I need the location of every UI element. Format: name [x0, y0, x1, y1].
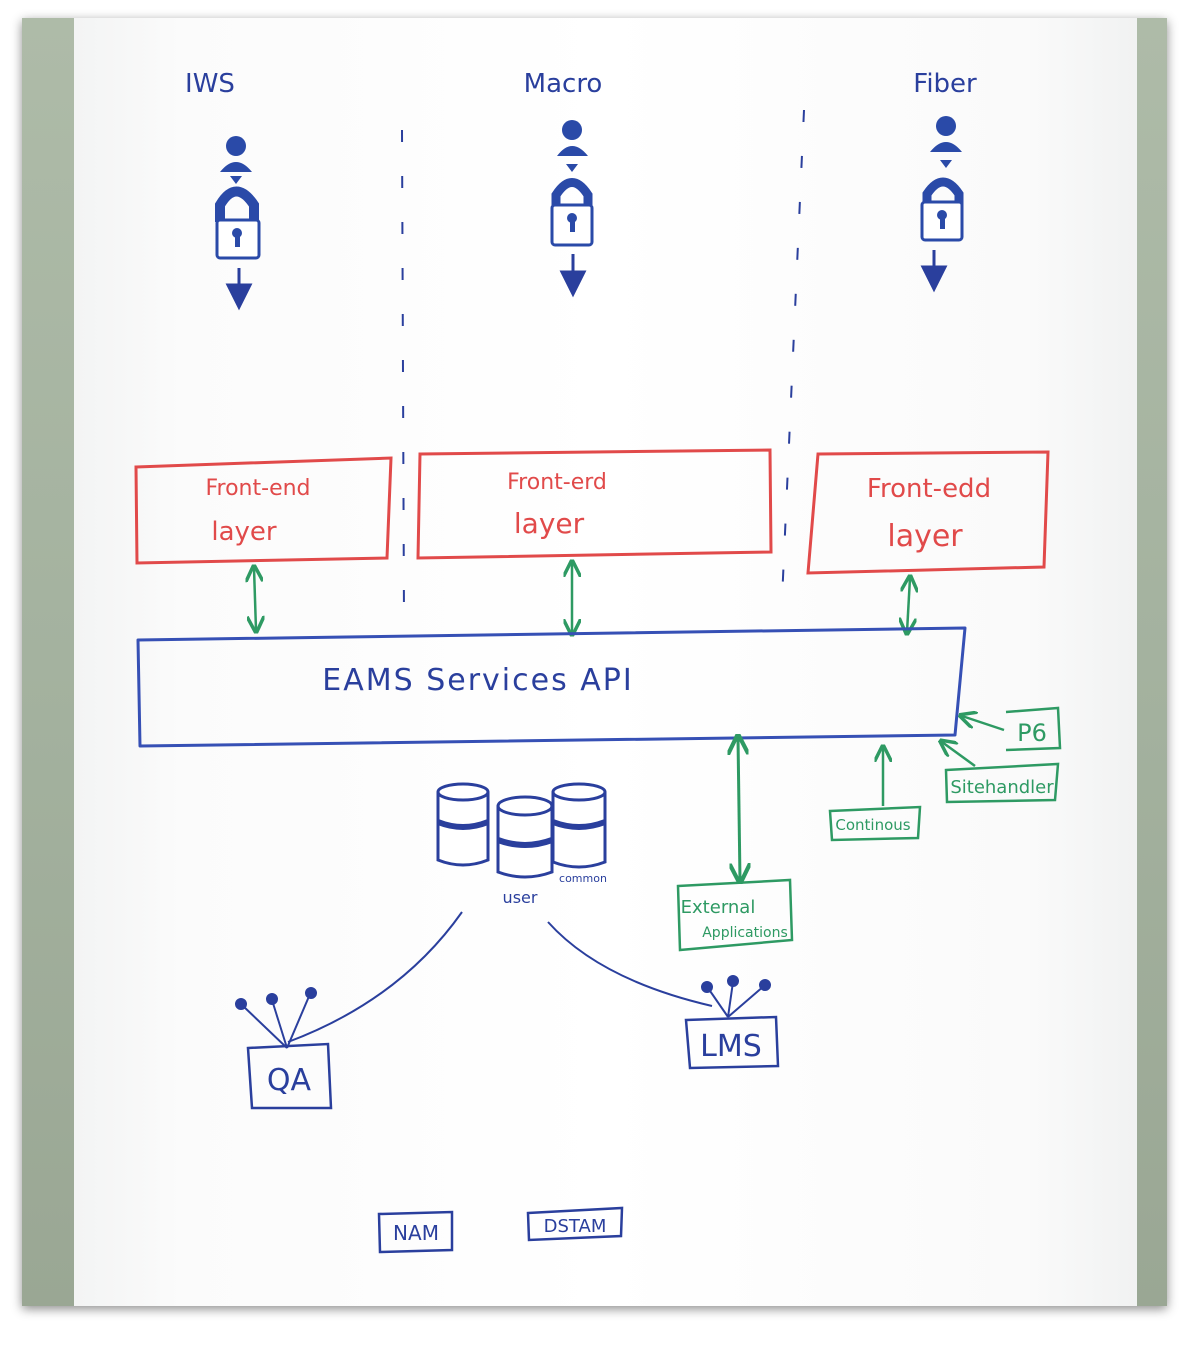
arrow-p6-api — [962, 716, 1005, 732]
frontend-label-line1: Front-end — [205, 476, 310, 501]
column-divider-right — [781, 109, 805, 601]
database-icon-user — [496, 795, 554, 879]
column-title-iws: IWS — [185, 69, 235, 99]
lms-box: LMS — [684, 975, 780, 1070]
column-title-macro: Macro — [524, 69, 603, 99]
qa-box: QA — [235, 987, 333, 1110]
frontend-box-iws: Front-end layer — [134, 456, 393, 565]
external-label-line2: Applications — [702, 925, 788, 941]
column-divider-left — [401, 129, 405, 621]
sitehandler-box: Sitehandler — [944, 762, 1060, 804]
architecture-diagram: IWS Macro Fiber — [134, 69, 1062, 1254]
frontend-label-line2: layer — [887, 519, 963, 554]
continuous-box: Continous — [828, 805, 922, 842]
whiteboard-photo: IWS Macro Fiber — [22, 18, 1167, 1306]
column-title-fiber: Fiber — [913, 69, 977, 99]
nam-box: NAM — [377, 1210, 454, 1254]
lock-icon-fiber — [920, 177, 964, 242]
p6-box: P6 — [1005, 706, 1062, 752]
external-applications-box: External Applications — [676, 878, 794, 952]
qa-label: QA — [267, 1063, 312, 1098]
external-label-line1: External — [681, 897, 756, 918]
antenna-icon-qa — [235, 987, 317, 1049]
p6-label: P6 — [1017, 719, 1047, 747]
link-db-qa — [287, 911, 463, 1043]
database-icon-left — [436, 782, 490, 867]
frontend-label-line1: Front-edd — [867, 474, 991, 504]
lock-icon-macro — [550, 178, 594, 247]
user-icon-fiber — [930, 116, 962, 168]
database-icon-common — [551, 782, 607, 869]
database-label-common: common — [559, 872, 607, 885]
frontend-label-line2: layer — [211, 517, 277, 547]
lms-label: LMS — [700, 1029, 762, 1064]
database-label-user: user — [503, 888, 538, 907]
lock-icon-iws — [215, 186, 261, 260]
frontend-box-macro: Front-erd layer — [416, 448, 773, 560]
user-icon-iws — [220, 136, 252, 184]
arrow-sitehandler-api — [942, 742, 976, 768]
arrow-frontend-api-fiber — [907, 578, 910, 632]
arrow-external-api — [738, 738, 740, 880]
sitehandler-label: Sitehandler — [950, 777, 1054, 798]
dstam-label: DSTAM — [544, 1216, 607, 1237]
nam-label: NAM — [393, 1221, 439, 1245]
continuous-label: Continous — [835, 816, 910, 834]
user-icon-macro — [557, 120, 588, 172]
frontend-box-fiber: Front-edd layer — [806, 450, 1050, 575]
link-db-lms — [547, 921, 713, 1007]
dstam-box: DSTAM — [526, 1206, 624, 1242]
api-label: EAMS Services API — [322, 663, 633, 698]
arrow-frontend-api-iws — [254, 568, 256, 630]
frontend-label-line2: layer — [514, 507, 585, 540]
antenna-icon-lms — [701, 975, 771, 1018]
api-box: EAMS Services API — [136, 626, 967, 748]
frontend-label-line1: Front-erd — [507, 470, 607, 495]
